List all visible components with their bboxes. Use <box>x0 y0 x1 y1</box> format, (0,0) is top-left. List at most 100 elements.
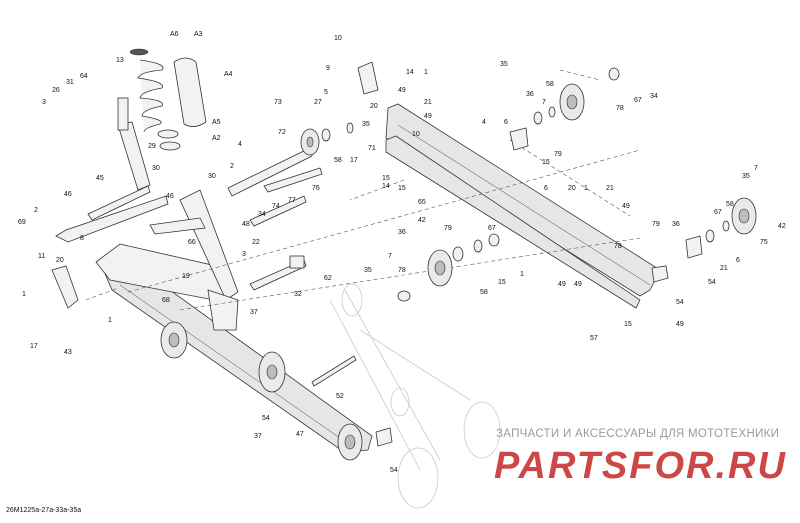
callout: 74 <box>272 203 280 210</box>
callout: 21 <box>424 99 432 106</box>
callout: 1 <box>424 69 428 76</box>
callout: 65 <box>418 199 426 206</box>
callout: 20 <box>56 257 64 264</box>
callout: 7 <box>754 165 758 172</box>
callout: 15 <box>498 279 506 286</box>
callout: 37 <box>254 433 262 440</box>
callout: 69 <box>18 219 26 226</box>
diagram-code: 26M1225a-27a-33a-35a <box>6 507 82 514</box>
callout: A2 <box>212 135 221 142</box>
watermark-logo: PARTSFOR.RU <box>494 445 787 486</box>
callout: 79 <box>652 221 660 228</box>
callout: 32 <box>294 291 302 298</box>
callout: 22 <box>252 239 260 246</box>
callout: 37 <box>250 309 258 316</box>
callout: 66 <box>188 239 196 246</box>
callout: 1 <box>22 291 26 298</box>
callout: 17 <box>350 157 358 164</box>
callout: 76 <box>312 185 320 192</box>
callout: 75 <box>760 239 768 246</box>
callout: 11 <box>38 253 45 260</box>
callout: 30 <box>152 165 160 172</box>
callout: 29 <box>148 143 156 150</box>
callout: 6 <box>736 257 740 264</box>
callout: 2 <box>34 207 38 214</box>
callout: 48 <box>242 221 250 228</box>
callout: 46 <box>166 193 174 200</box>
shafts <box>55 147 357 387</box>
callout: 27 <box>314 99 322 106</box>
callout: 35 <box>742 173 750 180</box>
callout: 58 <box>726 201 734 208</box>
callout: 14 <box>382 183 390 190</box>
callout: 10 <box>412 131 420 138</box>
callout: 20 <box>370 103 378 110</box>
callout: 19 <box>182 273 190 280</box>
callout: 9 <box>326 65 330 72</box>
callout: 15 <box>542 159 550 166</box>
callout: 1 <box>520 271 524 278</box>
callout: 67 <box>714 209 722 216</box>
callout: 6 <box>504 119 508 126</box>
watermark-logo-shapes <box>494 444 792 484</box>
callout: 2 <box>230 163 234 170</box>
callout: 45 <box>96 175 104 182</box>
callout: 14 <box>406 69 414 76</box>
callout: 67 <box>634 97 642 104</box>
callout: 6 <box>544 185 548 192</box>
callout: 52 <box>336 393 344 400</box>
callout: 3 <box>242 251 246 258</box>
callout: 21 <box>720 265 728 272</box>
callout: 10 <box>334 35 342 42</box>
assembly-lines <box>85 69 641 311</box>
callout: 35 <box>364 267 372 274</box>
callout: 36 <box>526 91 534 98</box>
callout: 35 <box>500 61 508 68</box>
callout: 21 <box>606 185 614 192</box>
callout: 73 <box>274 99 282 106</box>
callout: 15 <box>382 175 390 182</box>
washers <box>51 61 730 447</box>
callout: 54 <box>262 415 270 422</box>
wheels <box>160 83 757 461</box>
callout: 43 <box>64 349 72 356</box>
callout: 7 <box>542 99 546 106</box>
watermark-logo-text: PARTSFOR.RU <box>494 445 787 486</box>
watermark-text: ЗАПЧАСТИ И АКСЕССУАРЫ ДЛЯ МОТОТЕХНИКИ <box>496 428 780 440</box>
callout: 30 <box>208 173 216 180</box>
callout-labels: A6 A3 13 A4 64 31 26 3 A5 A2 29 4 2 30 4… <box>18 31 786 474</box>
callout: 42 <box>778 223 786 230</box>
callout: 15 <box>624 321 632 328</box>
callout: A5 <box>212 119 221 126</box>
shock-absorber <box>117 48 207 191</box>
callout: 58 <box>480 289 488 296</box>
callout: 13 <box>116 57 124 64</box>
callout: 26 <box>52 87 60 94</box>
callout: 49 <box>424 113 432 120</box>
ghost-frame <box>329 283 501 509</box>
callout: 34 <box>650 93 658 100</box>
callout: A4 <box>224 71 233 78</box>
rear-arm <box>95 189 239 331</box>
callout: 58 <box>334 157 342 164</box>
callout: 79 <box>554 151 562 158</box>
callout: 47 <box>296 431 304 438</box>
callout: 64 <box>80 73 88 80</box>
callout: 49 <box>622 203 630 210</box>
callout: A6 <box>170 31 179 38</box>
callout: 17 <box>30 343 38 350</box>
callout: 5 <box>324 89 328 96</box>
callout: 67 <box>488 225 496 232</box>
callout: 49 <box>574 281 582 288</box>
callout: 58 <box>546 81 554 88</box>
callout: 72 <box>278 129 286 136</box>
callout: 20 <box>568 185 576 192</box>
callout: 35 <box>362 121 370 128</box>
callout: 1 <box>108 317 112 324</box>
callout: 57 <box>590 335 598 342</box>
callout: 54 <box>390 467 398 474</box>
callout: 78 <box>616 105 624 112</box>
callout: 8 <box>80 235 84 242</box>
